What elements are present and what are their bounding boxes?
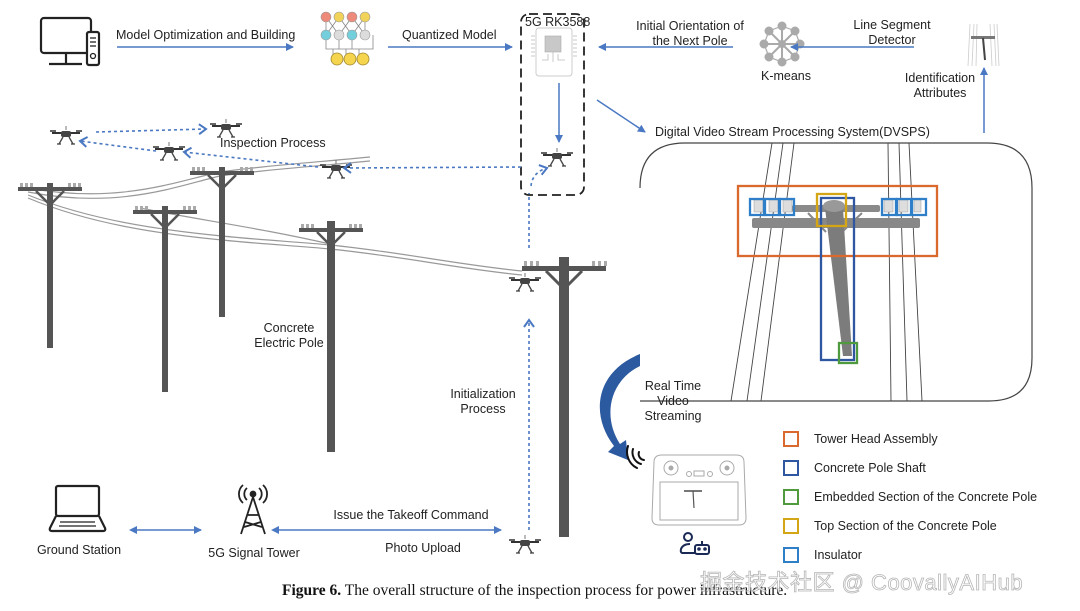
label-line: Detector	[868, 33, 916, 47]
legend-swatch	[783, 459, 799, 476]
label-device: 5G RK3588	[525, 15, 591, 29]
label-line: the Next Pole	[652, 34, 728, 48]
label-model-optimization: Model Optimization and Building	[116, 28, 296, 42]
label-takeoff-command: Issue the Takeoff Command	[333, 508, 489, 522]
legend-swatch	[783, 546, 799, 563]
drone-icon-2	[209, 118, 243, 138]
legend-item-pole-shaft: Concrete Pole Shaft	[783, 453, 1037, 482]
label-line: Real Time	[644, 379, 702, 393]
bbox-concrete-pole-shaft	[819, 196, 856, 362]
legend-label: Insulator	[814, 547, 862, 562]
bbox-tower-head-assembly	[736, 184, 939, 258]
bbox-top-section	[815, 192, 848, 228]
label-initial-orientation: Initial Orientation of the Next Pole	[636, 19, 744, 49]
power-lines-closeup	[730, 142, 923, 402]
kmeans-cluster-icon	[759, 21, 805, 67]
concrete-electric-poles	[16, 165, 607, 537]
label-inspection-process: Inspection Process	[220, 136, 326, 150]
remote-controller-icon	[651, 454, 747, 526]
label-line: Line Segment	[853, 18, 931, 32]
label-signal-tower: 5G Signal Tower	[208, 546, 300, 560]
caption-text: The overall structure of the inspection …	[341, 582, 788, 599]
power-line-wires	[27, 156, 523, 276]
legend-label: Concrete Pole Shaft	[814, 460, 926, 475]
legend-swatch	[783, 517, 799, 534]
label-line: Initialization	[450, 387, 516, 401]
bbox-insulator-6	[910, 197, 928, 217]
pole-closeup	[752, 199, 922, 356]
label-line: Video	[657, 394, 689, 408]
pole-thumbnail-icon	[967, 23, 1000, 67]
pilot-icon	[679, 532, 710, 555]
dvsps-panel	[639, 142, 1033, 402]
label-line: Identification	[904, 71, 976, 85]
caption-label: Figure 6.	[282, 582, 342, 599]
bbox-insulator-3	[778, 197, 796, 217]
label-ground-station: Ground Station	[36, 543, 122, 557]
label-identification-attributes: Identification Attributes	[905, 71, 975, 101]
watermark: 掘金技术社区 @ CoovallyAIHub	[700, 570, 1024, 596]
label-line: Electric Pole	[254, 336, 324, 350]
signal-tower-icon	[238, 484, 268, 535]
real-time-video-curved-arrow	[599, 354, 640, 460]
chip-icon	[531, 27, 577, 77]
label-real-time-video: Real Time Video Streaming	[645, 379, 702, 424]
detection-boxes	[736, 184, 939, 365]
label-concrete-pole: Concrete Electric Pole	[254, 321, 323, 351]
drone-icon-1	[49, 125, 83, 145]
label-line: Streaming	[644, 409, 702, 423]
legend-label: Top Section of the Concrete Pole	[814, 518, 997, 533]
label-initialization-process: Initialization Process	[450, 387, 515, 417]
label-kmeans: K-means	[760, 69, 812, 83]
legend-label: Tower Head Assembly	[814, 431, 938, 446]
detection-legend: Tower Head Assembly Concrete Pole Shaft …	[783, 424, 1037, 569]
drone-icon-3	[152, 141, 186, 161]
laptop-icon	[48, 484, 107, 533]
legend-item-top-section: Top Section of the Concrete Pole	[783, 511, 1037, 540]
legend-swatch	[783, 488, 799, 505]
wifi-signal-icon	[626, 445, 645, 469]
label-dvsps: Digital Video Stream Processing System(D…	[655, 125, 930, 139]
label-line: Process	[460, 402, 506, 416]
label-quantized-model: Quantized Model	[402, 28, 497, 42]
figure-caption: Figure 6. The overall structure of the i…	[282, 582, 787, 600]
bbox-embedded-section	[837, 341, 859, 365]
label-line: Concrete	[263, 321, 315, 335]
label-line: Initial Orientation of	[636, 19, 744, 33]
legend-label: Embedded Section of the Concrete Pole	[814, 489, 1038, 504]
neural-network-icon	[320, 11, 374, 66]
inspection-path-arrows	[78, 123, 549, 530]
legend-item-embedded-section: Embedded Section of the Concrete Pole	[783, 482, 1037, 511]
drone-icon-6	[508, 534, 542, 554]
label-photo-upload: Photo Upload	[385, 541, 461, 555]
drone-icon-5	[508, 272, 542, 292]
desktop-computer-icon	[39, 16, 101, 67]
drone-icon-onboard	[540, 147, 574, 167]
label-line: Attributes	[913, 86, 967, 100]
rk3588-dashed-container	[520, 13, 585, 196]
arrow-to-dvsps	[596, 99, 646, 133]
legend-item-tower-head: Tower Head Assembly	[783, 424, 1037, 453]
legend-swatch	[783, 430, 799, 447]
legend-item-insulator: Insulator	[783, 540, 1037, 569]
label-line-segment-detector: Line Segment Detector	[853, 18, 930, 48]
